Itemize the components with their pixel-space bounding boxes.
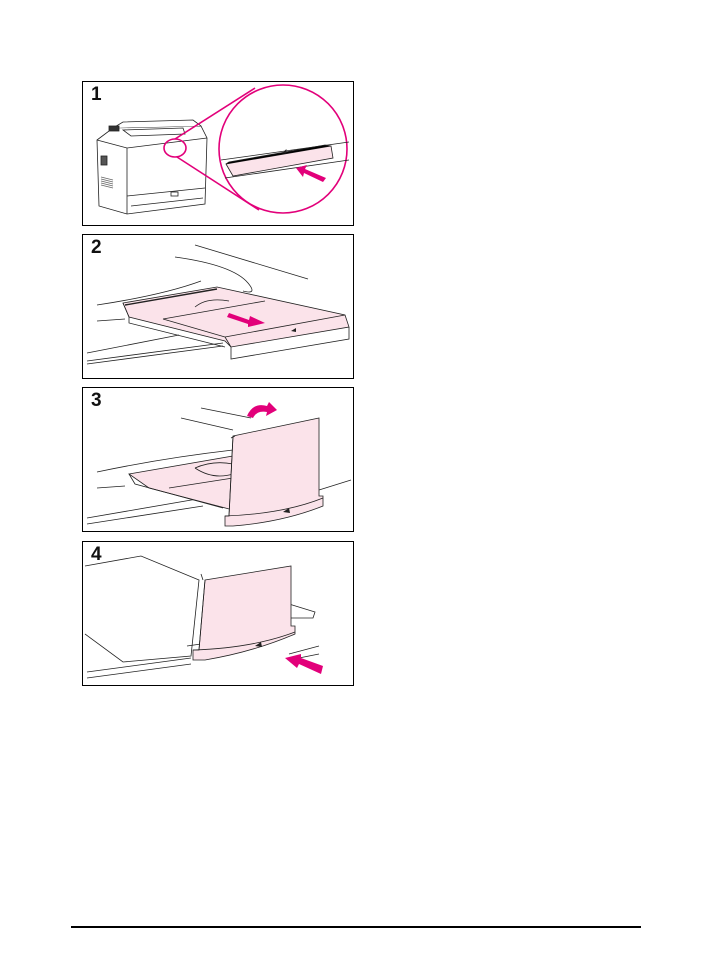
tray-extend-illustration [86,244,350,365]
footer-rule [71,926,641,928]
printer-illustration [96,84,350,215]
step-number: 3 [91,390,102,411]
step-4-panel: 4 [82,541,354,686]
step-number: 2 [91,237,102,258]
step-2-panel: 2 [82,234,354,379]
step-number: 1 [91,84,102,105]
step-number: 4 [91,544,102,565]
step-3-panel: 3 [82,387,354,532]
paper-stop-flip-illustration [86,402,352,527]
paper-stop-push-illustration [84,555,323,679]
step-1-panel: 1 [82,81,354,226]
